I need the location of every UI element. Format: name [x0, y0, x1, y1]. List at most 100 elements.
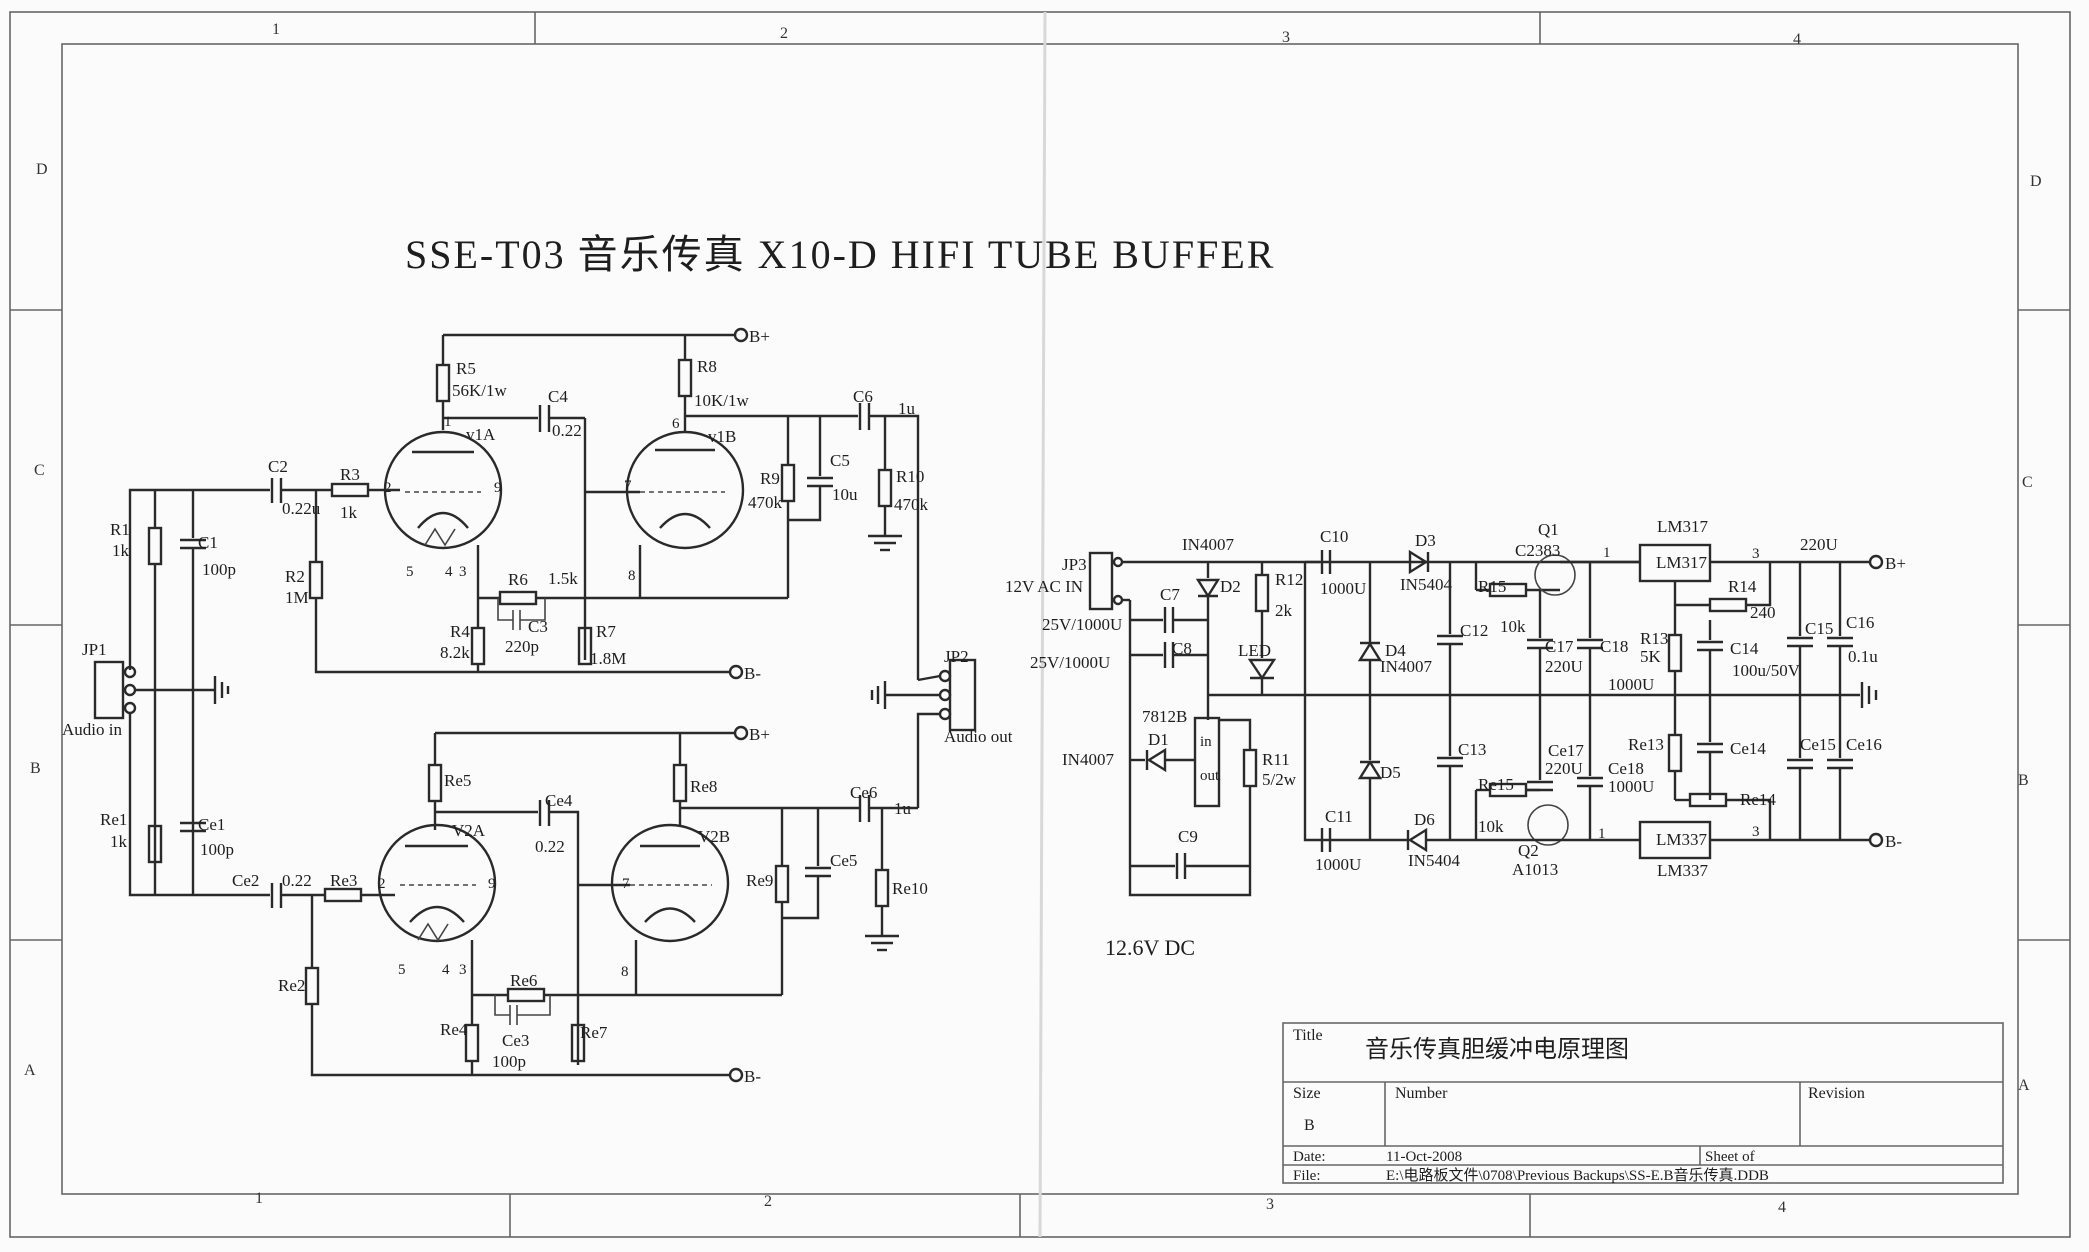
audio-in-label: Audio in [62, 720, 122, 739]
zone-col-1-top: 1 [272, 21, 280, 38]
ce15-label: Ce15 [1800, 735, 1836, 754]
bplus-terminal-upper [733, 327, 749, 343]
ce17-value: 220U [1545, 759, 1583, 778]
ce1-value: 100p [200, 840, 234, 859]
lm317-chip-label: LM317 [1656, 553, 1708, 572]
r9-value: 470k [748, 493, 783, 512]
lower-channel: B+ Re5 Ce4 0.22 V2A 2 9 5 4 3 Ce2 0.22 R… [100, 725, 928, 1086]
r1-label: R1 [110, 520, 130, 539]
r15-value: 10k [1500, 617, 1526, 636]
d1-value: IN4007 [1062, 750, 1114, 769]
tb-revision-label: Revision [1808, 1085, 1865, 1102]
r5-label: R5 [456, 359, 476, 378]
re8-resistor [672, 763, 688, 803]
q2-value: A1013 [1512, 860, 1558, 879]
zone-row-a-right: A [2018, 1077, 2030, 1094]
zone-labels: 1 2 3 4 1 2 3 4 D C B A D C B A [24, 21, 2042, 1216]
ac-in-label: 12V AC IN [1005, 577, 1083, 596]
bplus-terminal-lower [733, 725, 749, 741]
r10-label: R10 [896, 467, 924, 486]
c8-label: C8 [1172, 639, 1192, 658]
c8-value: 25V/1000U [1030, 653, 1110, 672]
r11-resistor [1242, 748, 1258, 788]
psu-bminus-terminal [1868, 832, 1884, 848]
r1-value: 1k [112, 541, 130, 560]
c17-value: 220U [1545, 657, 1583, 676]
v2a-pin-4: 4 [442, 962, 450, 978]
r2-value: 1M [285, 588, 309, 607]
v2b-pin-8: 8 [621, 964, 629, 980]
power-supply: JP3 12V AC IN C7 25V/1000U C8 25V/1000U … [1005, 517, 1906, 960]
zone-col-4-top: 4 [1793, 31, 1801, 48]
zone-row-c-right: C [2022, 474, 2033, 491]
c6-value: 1u [898, 399, 916, 418]
ce16-label: Ce16 [1846, 735, 1882, 754]
ce18-value: 1000U [1608, 777, 1654, 796]
v1b-pin-6: 6 [672, 416, 680, 432]
r12-resistor [1254, 573, 1270, 613]
jp3-label: JP3 [1062, 555, 1087, 574]
r5-value: 56K/1w [452, 381, 508, 400]
c15-label: C15 [1805, 619, 1833, 638]
lm337-label: LM337 [1657, 861, 1709, 880]
re2-resistor [304, 966, 320, 1006]
lm337-chip-label: LM337 [1656, 830, 1708, 849]
r2-resistor [308, 560, 324, 600]
lm317-pin-3: 3 [1752, 546, 1760, 562]
re4-label: Re4 [440, 1020, 468, 1039]
re2-label: Re2 [278, 976, 305, 995]
c2-label: C2 [268, 457, 288, 476]
v1a-pin-2: 2 [384, 480, 392, 496]
ce14-label: Ce14 [1730, 739, 1766, 758]
ground-symbol-upper [868, 534, 902, 552]
lm317-pin-1: 1 [1603, 545, 1611, 561]
re1-label: Re1 [100, 810, 127, 829]
zone-row-c-left: C [34, 462, 45, 479]
tube-v1a [383, 430, 503, 550]
d3-value: IN5404 [1400, 575, 1452, 594]
d6-label: D6 [1414, 810, 1435, 829]
schematic-title: SSE-T03 音乐传真 X10-D HIFI TUBE BUFFER [405, 232, 1275, 277]
tb-title-label: Title [1293, 1027, 1323, 1044]
tube-v1b-label: v1B [708, 427, 736, 446]
v2a-pin-3: 3 [459, 962, 467, 978]
r4-label: R4 [450, 622, 470, 641]
v1b-pin-7: 7 [624, 478, 632, 494]
r10-resistor [877, 468, 893, 508]
r7-label: R7 [596, 622, 616, 641]
c4-value: 0.22 [552, 421, 582, 440]
c14-value: 100u/50V [1732, 661, 1801, 680]
reg-in-label: in [1200, 734, 1212, 750]
c1-label: C1 [198, 533, 218, 552]
bplus-label-upper: B+ [749, 327, 770, 346]
zone-col-3-top: 3 [1282, 29, 1290, 46]
jp1-connector: JP1 Audio in [62, 640, 270, 897]
r5-resistor [435, 363, 451, 403]
re14-label: Re14 [1740, 790, 1776, 809]
c1-value: 100p [202, 560, 236, 579]
c6-label: C6 [853, 387, 873, 406]
tb-file-label: File: [1293, 1168, 1321, 1184]
ce4-label: Ce4 [545, 791, 573, 810]
ce3-value: 100p [492, 1052, 526, 1071]
lm337-pin-3: 3 [1752, 824, 1760, 840]
r14-value: 240 [1750, 603, 1776, 622]
r6-label: R6 [508, 570, 528, 589]
border-frame [9, 11, 2071, 1238]
zone-col-2-top: 2 [780, 25, 788, 42]
q1-value: C2383 [1515, 541, 1560, 560]
tb-sheet-label: Sheet of [1705, 1149, 1755, 1165]
ce4-value: 0.22 [535, 837, 565, 856]
psu-bminus-label: B- [1885, 832, 1902, 851]
ce1-label: Ce1 [198, 815, 225, 834]
zone-row-b-left: B [30, 760, 41, 777]
r6-value: 1.5k [548, 569, 578, 588]
c7-label: C7 [1160, 585, 1180, 604]
r2-label: R2 [285, 567, 305, 586]
v1a-pin-3: 3 [459, 564, 467, 580]
psu-cap-220u: 220U [1800, 535, 1838, 554]
r13-resistor [1667, 633, 1683, 673]
d5-label: D5 [1380, 763, 1401, 782]
re13-label: Re13 [1628, 735, 1664, 754]
jp2-label: JP2 [944, 647, 969, 666]
